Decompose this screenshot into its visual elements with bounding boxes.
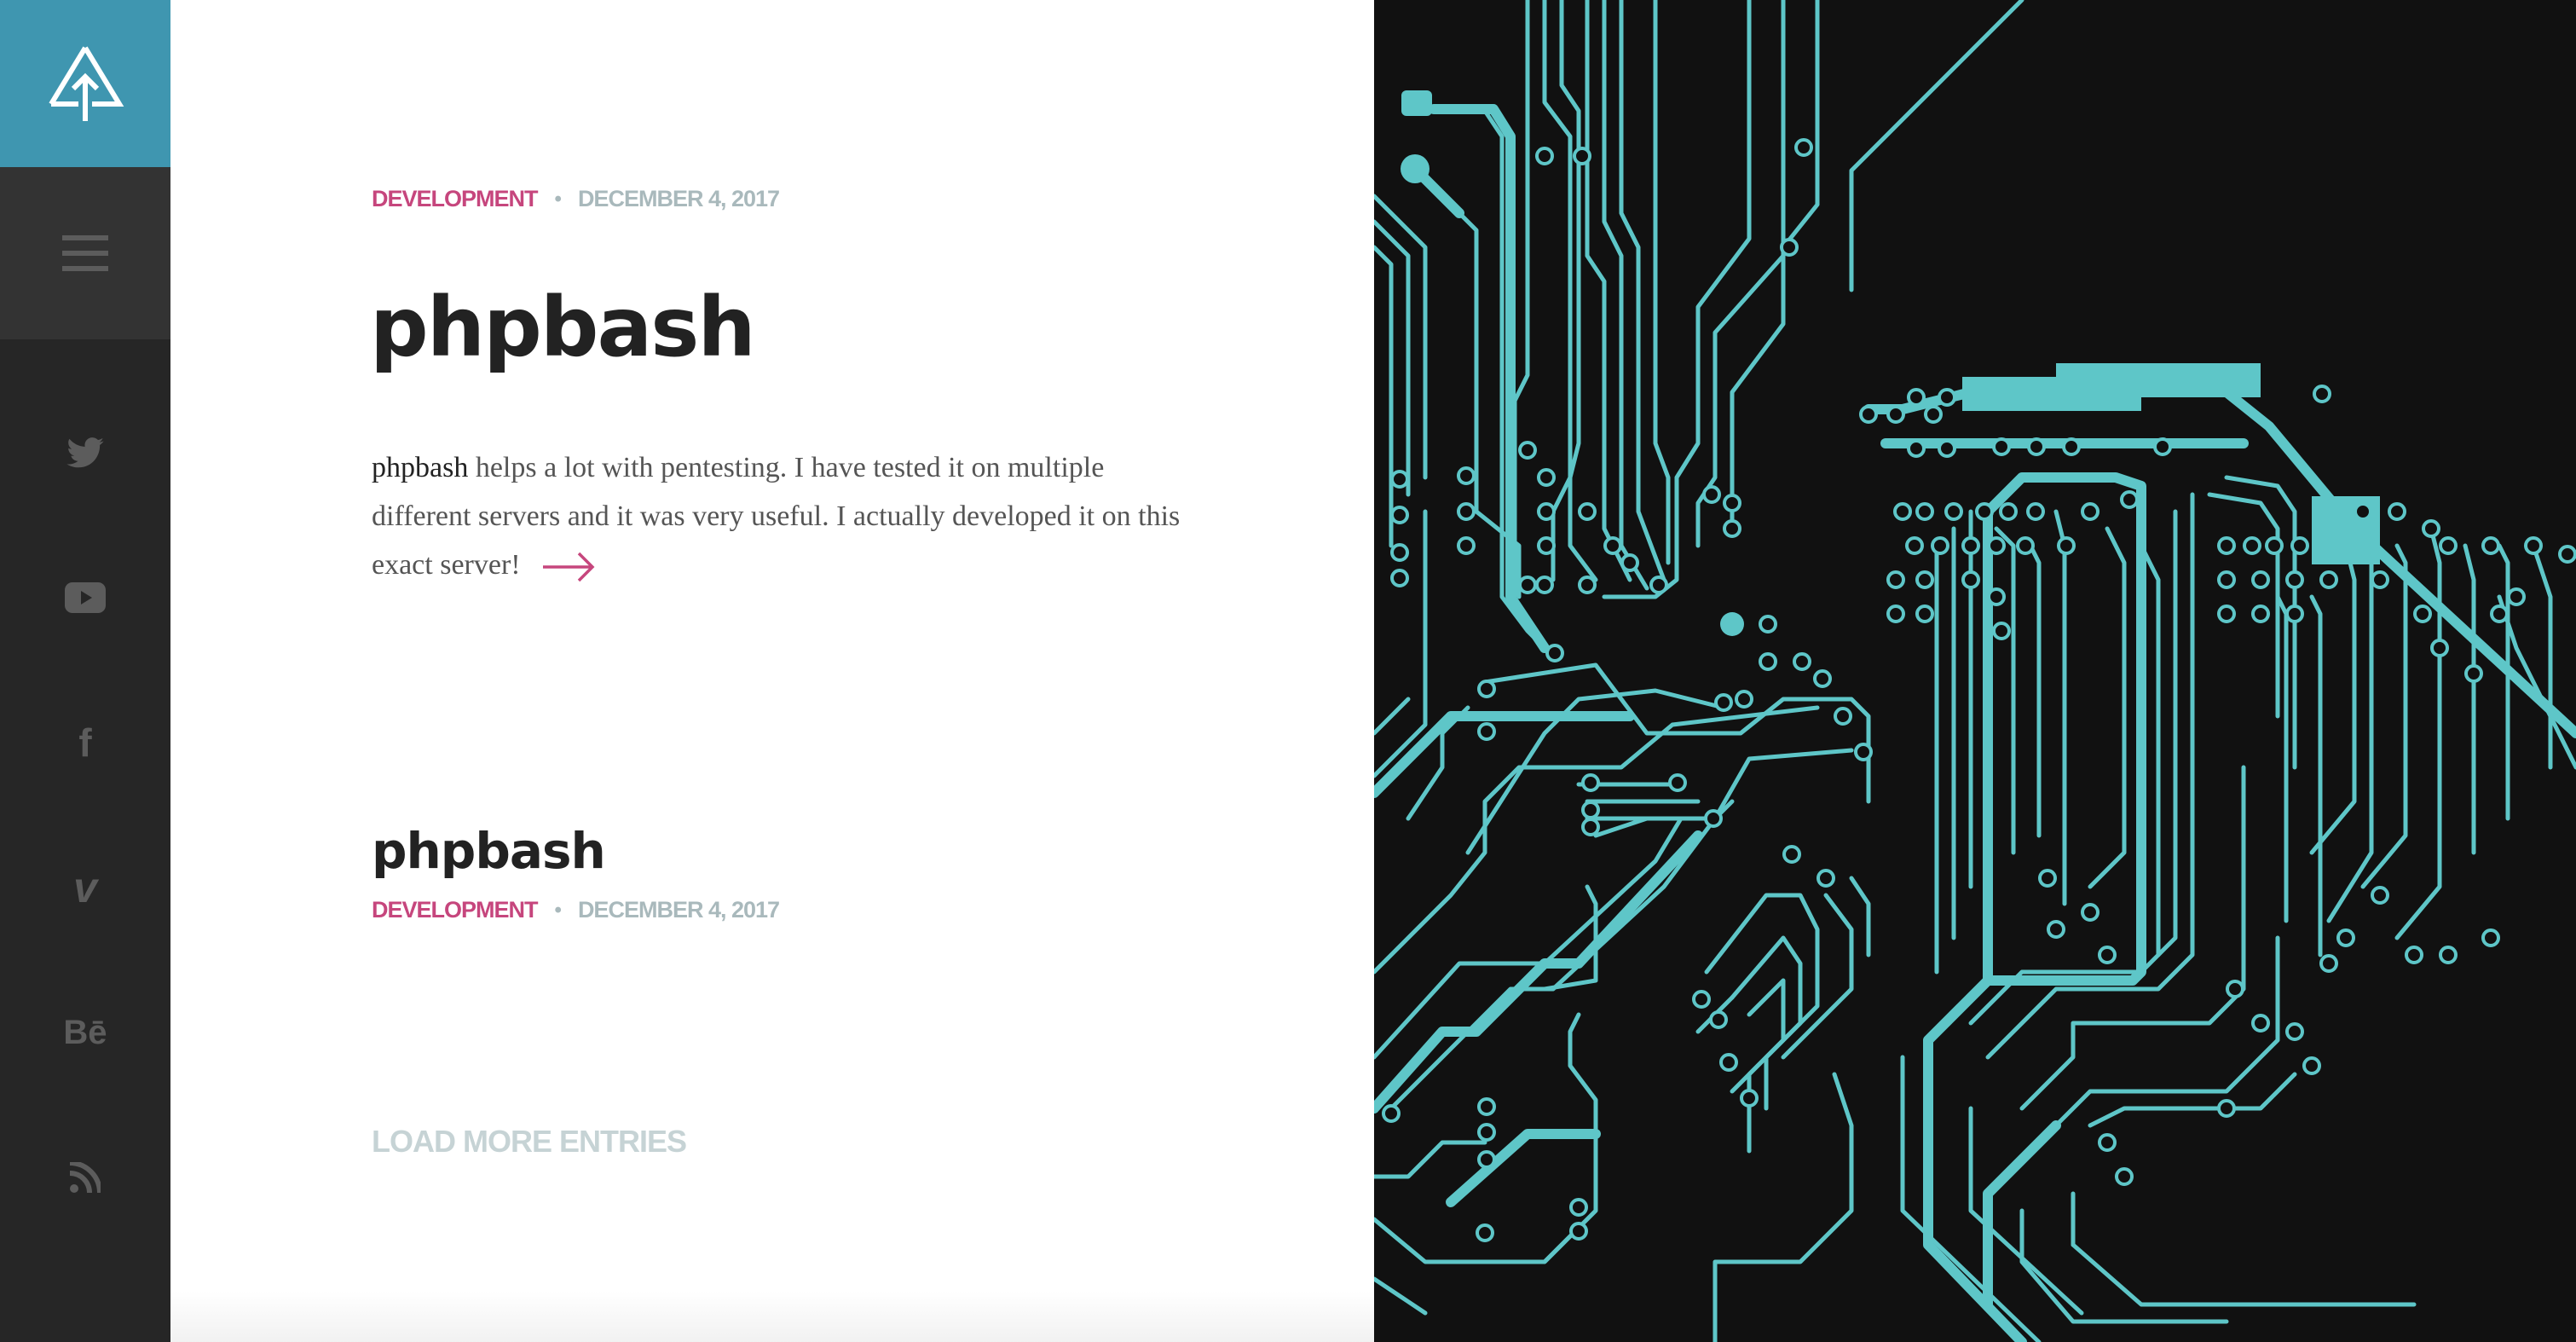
post-category-link[interactable]: DEVELOPMENT: [372, 897, 539, 923]
post-meta: DEVELOPMENT • DECEMBER 4, 2017: [372, 897, 780, 923]
post-title[interactable]: phpbash: [370, 280, 756, 375]
post-title[interactable]: phpbash: [372, 822, 606, 880]
post-category-link[interactable]: DEVELOPMENT: [372, 186, 539, 211]
behance-link[interactable]: Bē: [0, 981, 170, 1084]
youtube-icon: [65, 582, 106, 613]
twitter-icon: [66, 437, 104, 468]
rss-link[interactable]: [0, 1126, 170, 1229]
facebook-link[interactable]: f: [0, 691, 170, 794]
sidebar: f v Bē: [0, 0, 170, 1342]
load-more-button[interactable]: LOAD MORE ENTRIES: [372, 1124, 687, 1159]
meta-separator: •: [554, 187, 562, 211]
content-bottom-fade: [170, 1291, 1374, 1342]
tree-logo-icon: [49, 46, 124, 121]
facebook-icon: f: [78, 720, 92, 765]
post-meta: DEVELOPMENT • DECEMBER 4, 2017: [372, 186, 780, 212]
arrow-right-icon: [542, 552, 595, 582]
post-date: DECEMBER 4, 2017: [577, 897, 780, 923]
vimeo-icon: v: [73, 864, 97, 911]
menu-button[interactable]: [0, 167, 170, 339]
twitter-link[interactable]: [0, 402, 170, 504]
excerpt-lead: phpbash: [372, 452, 469, 483]
circuit-board-illustration: [1374, 0, 2576, 1342]
behance-icon: Bē: [63, 1013, 107, 1051]
youtube-link[interactable]: [0, 547, 170, 649]
featured-image: [1374, 0, 2576, 1342]
read-more-link[interactable]: [541, 550, 596, 584]
excerpt-text: helps a lot with pentesting. I have test…: [372, 452, 1181, 581]
post-date: DECEMBER 4, 2017: [577, 186, 780, 211]
hamburger-menu-icon: [62, 235, 108, 271]
rss-icon: [70, 1162, 101, 1193]
post-list: [170, 0, 1374, 1342]
site-logo[interactable]: [0, 0, 170, 167]
vimeo-link[interactable]: v: [0, 836, 170, 939]
meta-separator: •: [554, 898, 562, 922]
post-excerpt: phpbash helps a lot with pentesting. I h…: [372, 443, 1190, 589]
